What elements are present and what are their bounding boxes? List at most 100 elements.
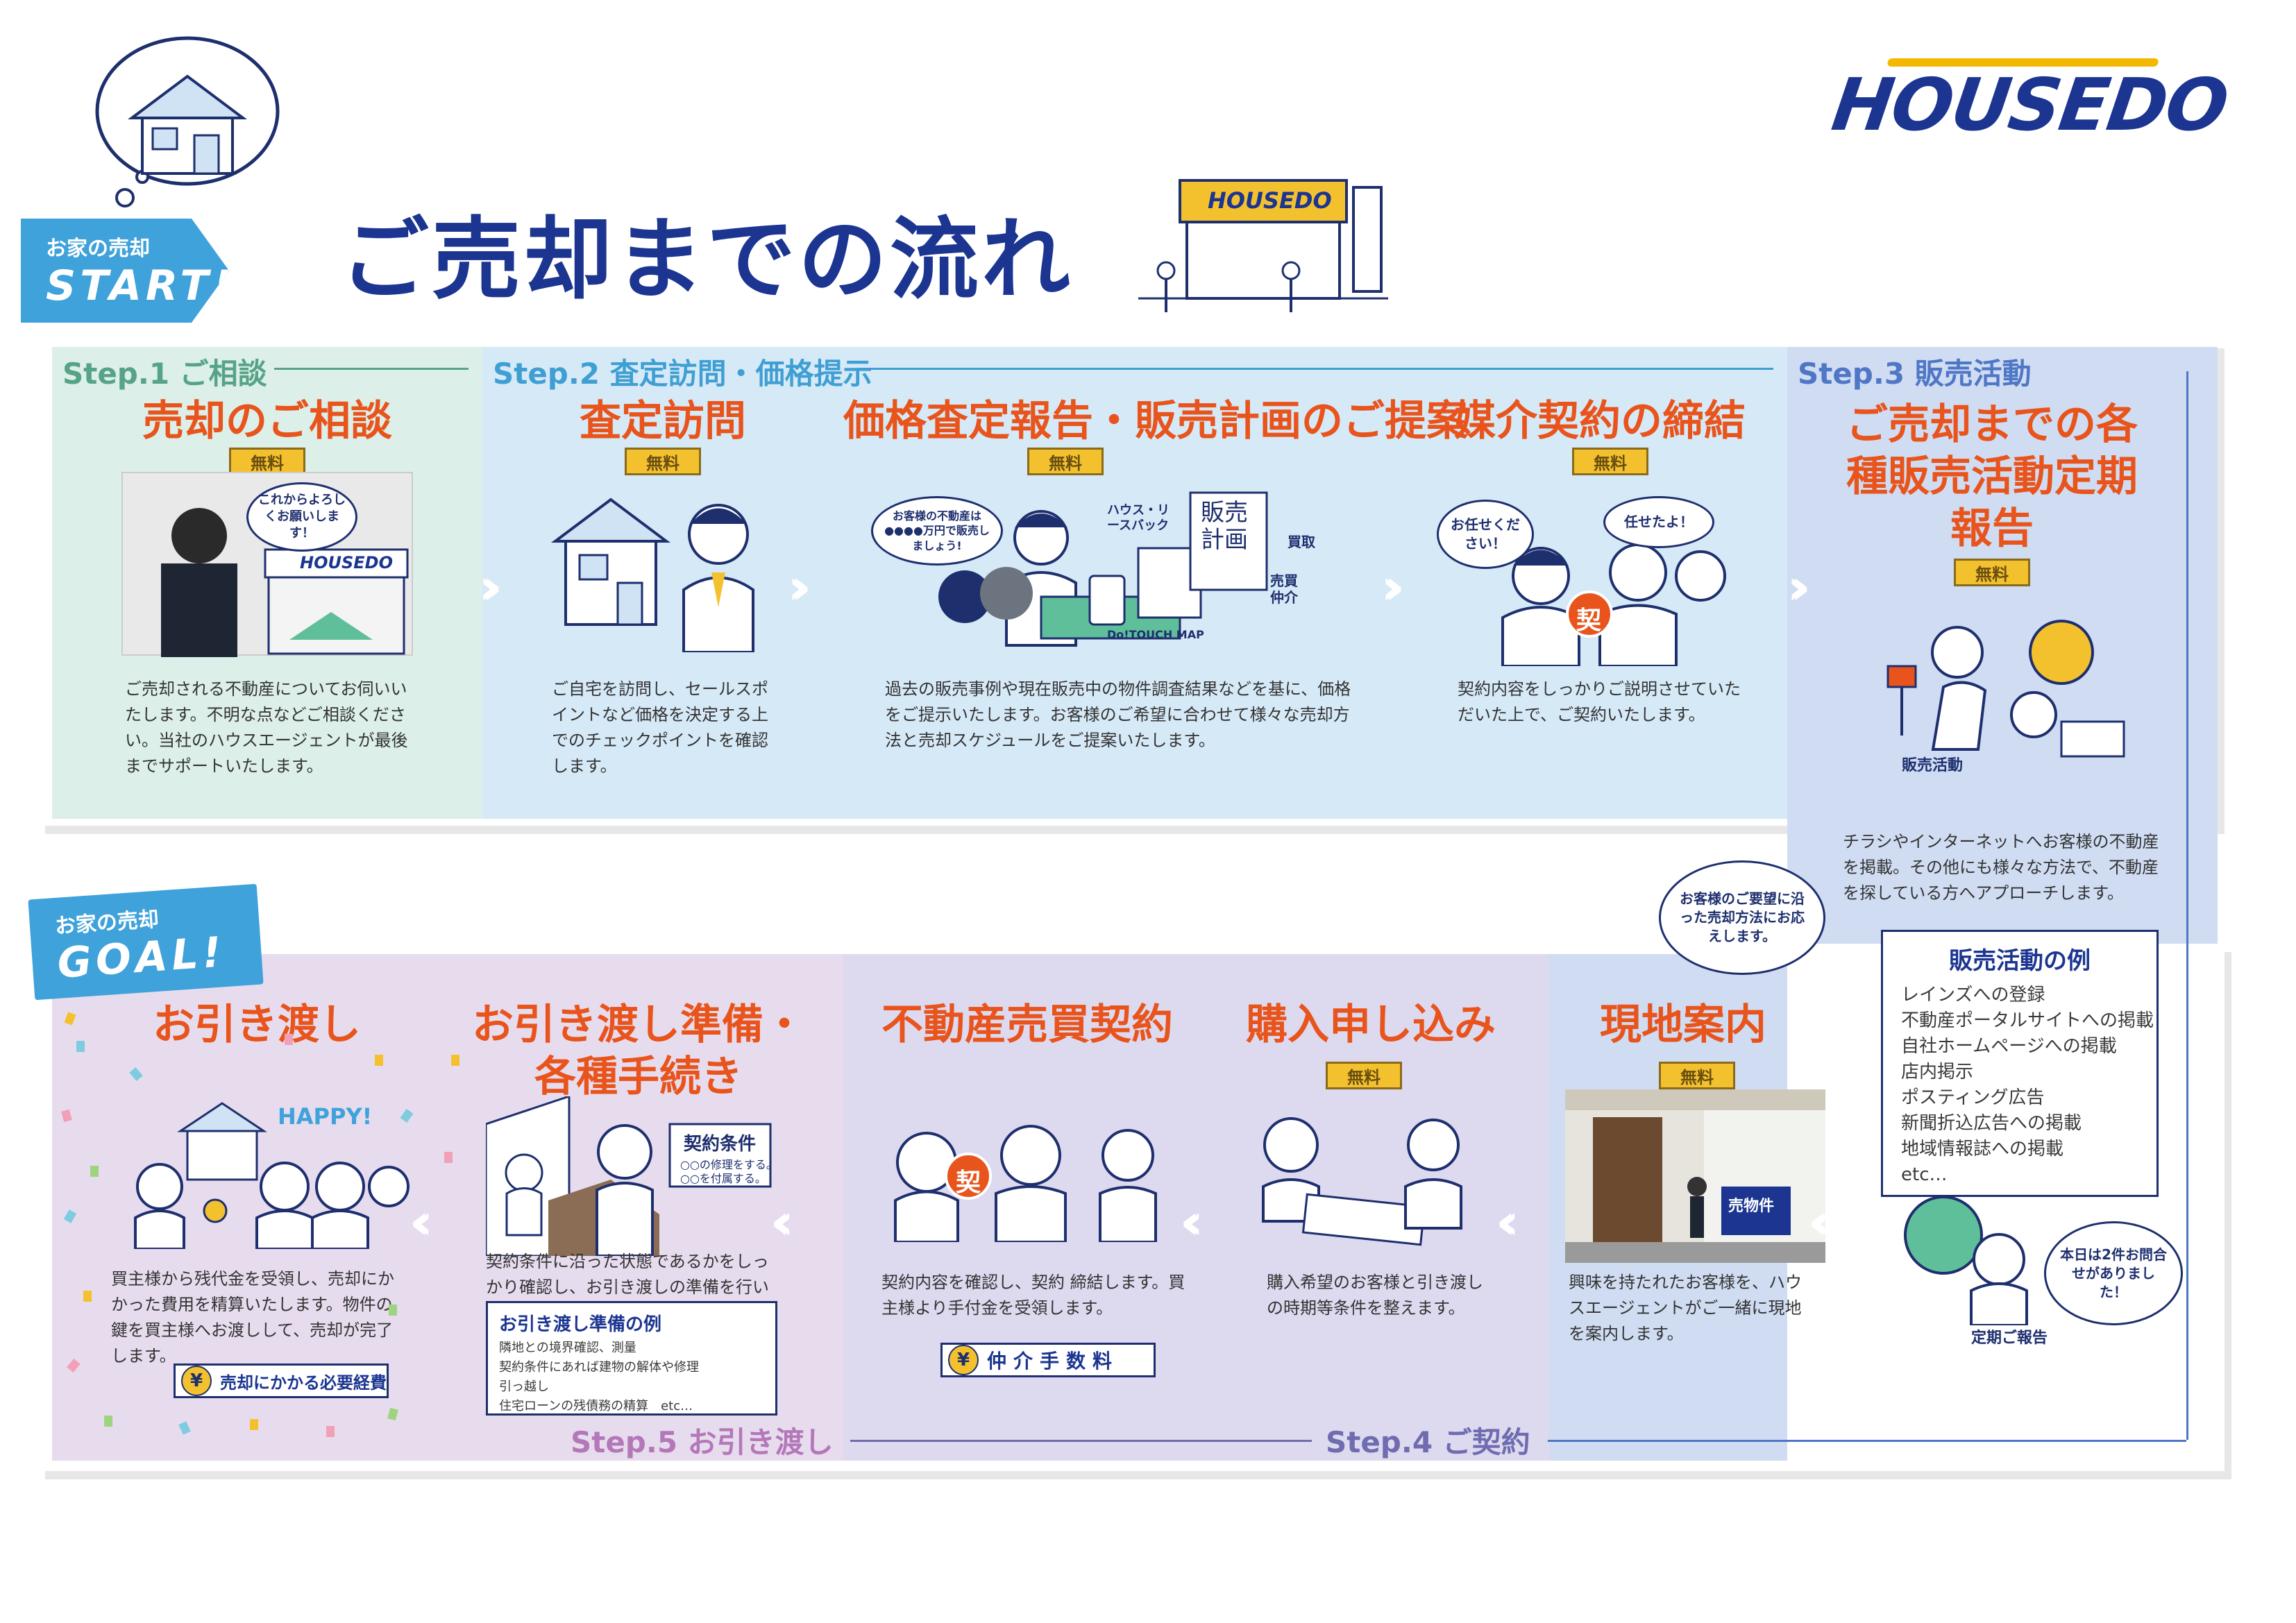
sales-example-item: 新聞折込広告への掲載	[1901, 1113, 2082, 1134]
proposal-bubble: お客様の不動産は●●●●万円で販売しましょう!	[871, 496, 1003, 566]
proposal-tag-buyout: 買取	[1288, 534, 1315, 550]
visit-free-badge: 無料	[625, 448, 701, 475]
sales-activity-bubble: お客様のご要望に沿った売却方法にお応えします。	[1659, 860, 1825, 975]
page-title: ご売却までの流れ	[340, 208, 1074, 312]
purchase-apply-illustration	[1249, 1110, 1478, 1249]
chevron-left-icon: ‹‹	[410, 1193, 432, 1250]
proposal-tag-touchmap: Do!TOUCH MAP	[1107, 628, 1204, 641]
site-tour-desc: 興味を持たれたお客様を、ハウスエージェントがご一緒に現地を案内します。	[1569, 1273, 1802, 1343]
sales-contract-title: 不動産売買契約	[881, 1001, 1173, 1049]
sales-example-item: 店内掲示	[1901, 1062, 1974, 1082]
report-label: 定期ご報告	[1971, 1329, 2048, 1347]
sales-example-item: レインズへの登録	[1901, 985, 2045, 1005]
sales-contract-desc: 契約内容を確認し、契約 締結します。買主様より手付金を受領します。	[881, 1273, 1185, 1318]
handover-prep-item: 隣地との境界確認、測量	[499, 1341, 636, 1355]
sales-example-item: ポスティング広告	[1901, 1087, 2045, 1108]
handover-prep-title: お引き渡し準備・各種手続き	[472, 1001, 805, 1101]
mediation-free-badge: 無料	[1572, 448, 1648, 475]
step4-arrow	[1548, 1440, 2186, 1442]
chevron-right-icon: ››	[479, 559, 502, 615]
chevron-left-icon: ‹‹	[1808, 1193, 1831, 1250]
logo-text: HOUSEDO	[1827, 62, 2233, 147]
sales-contract-stamp: 契	[956, 1169, 981, 1197]
report-bubble: 本日は2件お問合せがありました！	[2044, 1221, 2183, 1325]
step2-arrow	[857, 368, 1773, 370]
purchase-apply-free-badge: 無料	[1326, 1062, 1402, 1089]
yen-icon: ¥	[181, 1366, 212, 1396]
purchase-apply-title: 購入申し込み	[1246, 1001, 1496, 1049]
handover-title: お引き渡し	[153, 1001, 361, 1049]
sales-activity-box-title: 販売活動の例	[1949, 947, 2091, 975]
step4-label: Step.4 ご契約	[1326, 1425, 1530, 1459]
sales-activity-example-box: 販売活動の例 レインズへの登録 不動産ポータルサイトへの掲載 自社ホームページへ…	[1881, 930, 2159, 1197]
chevron-right-icon: ››	[788, 559, 811, 615]
yen-icon: ¥	[948, 1345, 979, 1375]
step5-label: Step.5 お引き渡し	[571, 1425, 834, 1459]
chevron-left-icon: ‹‹	[1496, 1193, 1519, 1250]
site-tour-free-badge: 無料	[1659, 1062, 1735, 1089]
step45-arrow	[850, 1440, 1312, 1442]
step1-label: Step.1 ご相談	[62, 357, 267, 391]
consult-desc: ご売却される不動産についてお伺いいたします。不明な点などご相談ください。当社のハ…	[125, 679, 408, 776]
sale-expense-label: 売却にかかる必要経費	[220, 1373, 387, 1393]
consult-photo: HOUSEDO	[121, 472, 413, 657]
mediation-bubble-agent: お任せください！	[1437, 500, 1534, 569]
housedo-logo: HOUSEDO	[1827, 58, 2233, 147]
handover-prep-item: 住宅ローンの残債務の精算 etc…	[499, 1399, 693, 1413]
mediation-desc: 契約内容をしっかりご説明させていただいた上で、ご契約いたします。	[1458, 679, 1741, 724]
sale-expense-badge: ¥ 売却にかかる必要経費	[174, 1363, 389, 1398]
proposal-illustration: ハウス・リースバック 販売計画 買取 売買仲介 Do!TOUCH MAP	[868, 479, 1340, 659]
mediation-bubble-client: 任せたよ！	[1603, 496, 1714, 548]
handover-prep-illustration: 契約条件 ○○の修理をする。 ○○を付属する。	[484, 1094, 777, 1257]
proposal-desc: 過去の販売事例や現在販売中の物件調査結果などを基に、価格をご提示いたします。お客…	[885, 679, 1351, 750]
site-tour-photo: 売物件	[1565, 1089, 1825, 1263]
visit-illustration	[548, 486, 777, 654]
sales-activity-free-badge: 無料	[1954, 559, 2030, 586]
mediation-illustration: 契	[1485, 534, 1742, 668]
consult-photo-logo: HOUSEDO	[300, 553, 393, 572]
step3-label: Step.3 販売活動	[1798, 357, 2032, 391]
site-tour-title: 現地案内	[1600, 1001, 1766, 1049]
sales-example-item: 不動産ポータルサイトへの掲載	[1901, 1010, 2154, 1031]
handover-prep-item: 契約条件にあれば建物の解体や修理	[499, 1360, 699, 1375]
mediation-title: 媒介契約の締結	[1454, 397, 1746, 445]
mediation-stamp: 契	[1576, 606, 1602, 635]
chevron-right-icon: ››	[1787, 559, 1810, 615]
condition-title: 契約条件	[684, 1134, 757, 1155]
sales-example-item: 自社ホームページへの掲載	[1901, 1036, 2117, 1057]
proposal-free-badge: 無料	[1027, 448, 1104, 475]
condition-line-2: ○○を付属する。	[680, 1172, 766, 1185]
start-badge-big: START!	[46, 262, 236, 310]
consult-free-badge: 無料	[229, 448, 305, 475]
visit-title: 査定訪問	[580, 397, 746, 445]
handover-desc: 買主様から残代金を受領し、売却にかかった費用を精算いたします。物件の鍵を買主様へ…	[111, 1269, 394, 1366]
house-thought-bubble-icon	[83, 35, 292, 215]
proposal-tag-brokerage: 売買仲介	[1270, 572, 1298, 606]
sales-activity-desc: チラシやインターネットへお客様の不動産を掲載。その他にも様々な方法で、不動産を探…	[1843, 832, 2159, 903]
sales-activity-title: ご売却までの各種販売活動定期報告	[1846, 400, 2138, 553]
step1-arrow	[274, 368, 469, 370]
report-illustration: 定期ご報告	[1895, 1193, 2048, 1347]
sales-example-item: 地域情報誌への掲載	[1901, 1139, 2064, 1159]
proposal-tag-plan: 販売計画	[1201, 499, 1248, 554]
handover-prep-example-box: お引き渡し準備の例 隣地との境界確認、測量 契約条件にあれば建物の解体や修理 引…	[486, 1301, 777, 1416]
visit-desc: ご自宅を訪問し、セールスポイントなど価格を決定する上でのチェックポイントを確認し…	[552, 679, 768, 776]
consult-title: 売却のご相談	[142, 397, 392, 445]
handover-prep-desc: 契約条件に沿った状態であるかをしっかり確認し、お引き渡しの準備を行います。	[486, 1252, 769, 1323]
store-illustration: HOUSEDO	[1138, 173, 1388, 319]
start-badge: お家の売却 START!	[21, 219, 229, 323]
purchase-apply-desc: 購入希望のお客様と引き渡しの時期等条件を整えます。	[1267, 1273, 1483, 1318]
step2-label: Step.2 査定訪問・価格提示	[493, 357, 872, 391]
consult-bubble: これからよろしくお願いします！	[246, 482, 357, 552]
sales-activity-illustration: 販売活動	[1874, 611, 2138, 777]
goal-badge: お家の売却 GOAL!	[28, 883, 264, 1001]
start-badge-small: お家の売却	[46, 237, 150, 261]
site-tour-sign: 売物件	[1728, 1198, 1775, 1215]
step3-line	[2186, 371, 2188, 1440]
sales-example-item: etc…	[1901, 1164, 1948, 1185]
handover-illustration: HAPPY!	[132, 1089, 410, 1250]
chevron-left-icon: ‹‹	[1180, 1193, 1203, 1250]
handover-prep-item: 引っ越し	[499, 1379, 549, 1394]
handover-prep-box-title: お引き渡し準備の例	[499, 1314, 662, 1335]
sales-activity-label: 販売活動	[1902, 757, 1964, 774]
